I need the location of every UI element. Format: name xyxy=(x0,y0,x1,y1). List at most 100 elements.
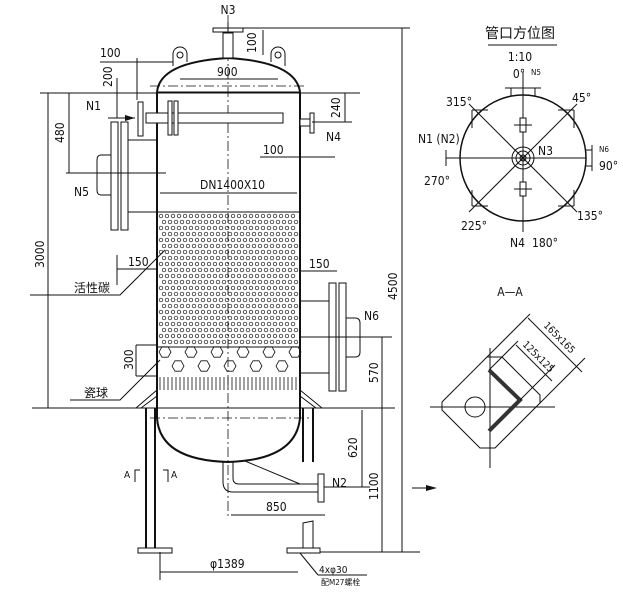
carbon-granule xyxy=(209,291,215,297)
carbon-granule xyxy=(170,249,176,255)
carbon-granule xyxy=(185,243,191,249)
label-activated-carbon: 活性碳 xyxy=(74,281,110,295)
carbon-granule xyxy=(161,219,167,225)
carbon-granule xyxy=(170,297,176,303)
carbon-granule xyxy=(176,225,182,231)
dim-100-right: 100 xyxy=(263,143,284,157)
dim-4500: 4500 xyxy=(386,272,400,300)
carbon-granule xyxy=(257,279,263,285)
carbon-granule xyxy=(173,315,179,321)
carbon-granule xyxy=(293,267,299,273)
carbon-granule xyxy=(206,261,212,267)
angle-180: 180° xyxy=(532,236,558,250)
carbon-granule xyxy=(212,213,218,219)
carbon-granule xyxy=(215,315,221,321)
label-n1: N1 xyxy=(86,99,101,113)
carbon-granule xyxy=(200,333,206,339)
carbon-granule xyxy=(176,237,182,243)
carbon-granule xyxy=(191,339,197,345)
carbon-granule xyxy=(284,321,290,327)
carbon-granule xyxy=(206,249,212,255)
carbon-granule xyxy=(245,315,251,321)
carbon-granule xyxy=(191,315,197,321)
dim-480: 480 xyxy=(53,122,67,143)
carbon-granule xyxy=(233,255,239,261)
carbon-granule xyxy=(179,267,185,273)
carbon-granule xyxy=(164,285,170,291)
angle-315: 315° xyxy=(446,95,472,109)
carbon-granule xyxy=(197,231,203,237)
carbon-granule xyxy=(203,255,209,261)
carbon-granule xyxy=(206,225,212,231)
carbon-granule xyxy=(212,285,218,291)
carbon-granule xyxy=(218,261,224,267)
ceramic-ball-layer xyxy=(158,346,302,372)
carbon-granule xyxy=(275,327,281,333)
carbon-granule xyxy=(233,279,239,285)
carbon-granule xyxy=(164,297,170,303)
carbon-granule xyxy=(293,255,299,261)
carbon-granule xyxy=(233,327,239,333)
orientation-scale: 1:10 xyxy=(508,50,532,64)
carbon-granule xyxy=(281,267,287,273)
carbon-granule xyxy=(182,309,188,315)
dim-620: 620 xyxy=(346,437,360,458)
angle-90: 90° xyxy=(599,159,618,173)
carbon-granule xyxy=(239,243,245,249)
carbon-granule xyxy=(203,339,209,345)
carbon-granule xyxy=(167,255,173,261)
carbon-granule xyxy=(158,333,164,339)
carbon-granule xyxy=(224,273,230,279)
carbon-granule xyxy=(266,297,272,303)
carbon-granule xyxy=(287,327,293,333)
carbon-granule xyxy=(182,213,188,219)
carbon-granule xyxy=(284,333,290,339)
carbon-granule xyxy=(287,315,293,321)
carbon-granule xyxy=(221,255,227,261)
carbon-granule xyxy=(164,249,170,255)
carbon-granule xyxy=(188,297,194,303)
ceramic-ball xyxy=(236,346,250,358)
carbon-granule xyxy=(290,225,296,231)
ceramic-ball xyxy=(223,360,237,372)
carbon-granule xyxy=(194,321,200,327)
carbon-granule xyxy=(266,225,272,231)
carbon-granule xyxy=(203,231,209,237)
carbon-granule xyxy=(266,237,272,243)
carbon-granule xyxy=(215,219,221,225)
carbon-granule xyxy=(185,303,191,309)
angle-270: 270° xyxy=(424,174,450,188)
carbon-granule xyxy=(239,291,245,297)
carbon-granule xyxy=(230,273,236,279)
section-mark-right: A xyxy=(171,470,178,481)
carbon-granule xyxy=(266,309,272,315)
carbon-granule xyxy=(215,291,221,297)
carbon-granule xyxy=(281,231,287,237)
dim-150-right: 150 xyxy=(309,257,330,271)
carbon-granule xyxy=(218,285,224,291)
carbon-granule xyxy=(182,321,188,327)
carbon-granule xyxy=(278,285,284,291)
carbon-granule xyxy=(218,225,224,231)
carbon-granule xyxy=(176,273,182,279)
carbon-granule xyxy=(281,279,287,285)
carbon-granule xyxy=(251,339,257,345)
ceramic-ball xyxy=(275,360,289,372)
carbon-granule xyxy=(248,213,254,219)
carbon-granule xyxy=(290,309,296,315)
carbon-granule xyxy=(236,225,242,231)
carbon-granule xyxy=(251,327,257,333)
carbon-granule xyxy=(233,291,239,297)
carbon-granule xyxy=(236,285,242,291)
carbon-granule xyxy=(269,303,275,309)
carbon-granule xyxy=(197,291,203,297)
carbon-granule xyxy=(269,315,275,321)
carbon-granule xyxy=(194,261,200,267)
carbon-granule xyxy=(179,339,185,345)
carbon-granule xyxy=(161,231,167,237)
carbon-granule xyxy=(254,297,260,303)
carbon-granule xyxy=(218,237,224,243)
activated-carbon-bed xyxy=(158,213,299,345)
carbon-granule xyxy=(200,237,206,243)
carbon-granule xyxy=(278,261,284,267)
